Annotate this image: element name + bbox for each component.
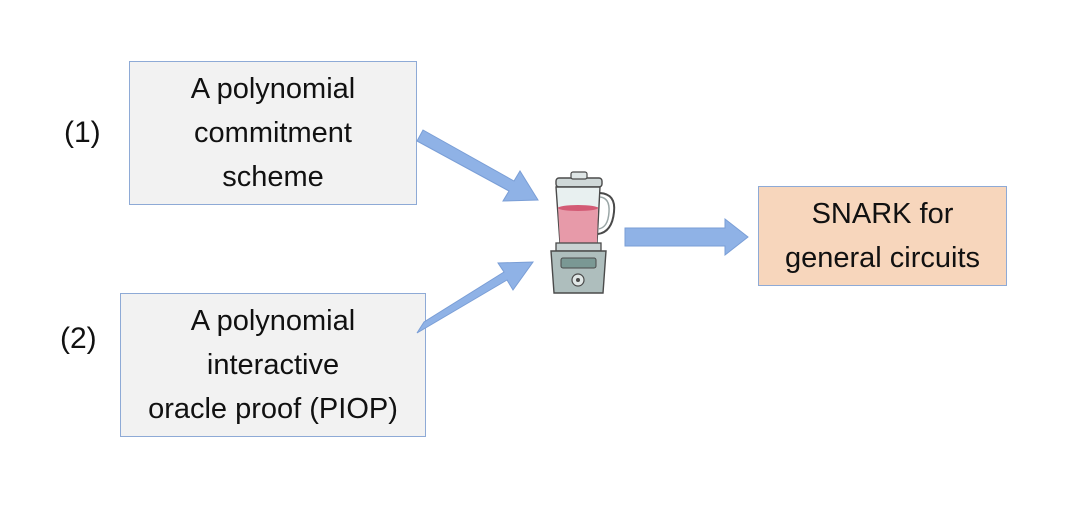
- box-text-line: A polynomial: [190, 73, 356, 105]
- blender-icon: [550, 171, 616, 294]
- box-text-line: commitment: [194, 117, 352, 149]
- arrow-input-2-to-blender: [416, 261, 534, 334]
- input-number-1: (1): [64, 116, 101, 149]
- box-text-line: general circuits: [784, 242, 981, 274]
- arrow-blender-to-output: [624, 217, 749, 257]
- box-text-line: interactive: [206, 349, 340, 381]
- box-text-line: scheme: [222, 161, 324, 193]
- input-box-piop: A polynomial interactive oracle proof (P…: [120, 293, 426, 437]
- box-text-line: A polynomial: [190, 305, 356, 337]
- input-number-2: (2): [60, 322, 97, 355]
- box-text-line: oracle proof (PIOP): [148, 393, 398, 425]
- box-text-line: SNARK for: [811, 198, 954, 230]
- output-box-snark: SNARK for general circuits: [758, 186, 1007, 286]
- arrow-input-1-to-blender: [416, 129, 539, 202]
- input-box-polynomial-commitment: A polynomial commitment scheme: [129, 61, 417, 205]
